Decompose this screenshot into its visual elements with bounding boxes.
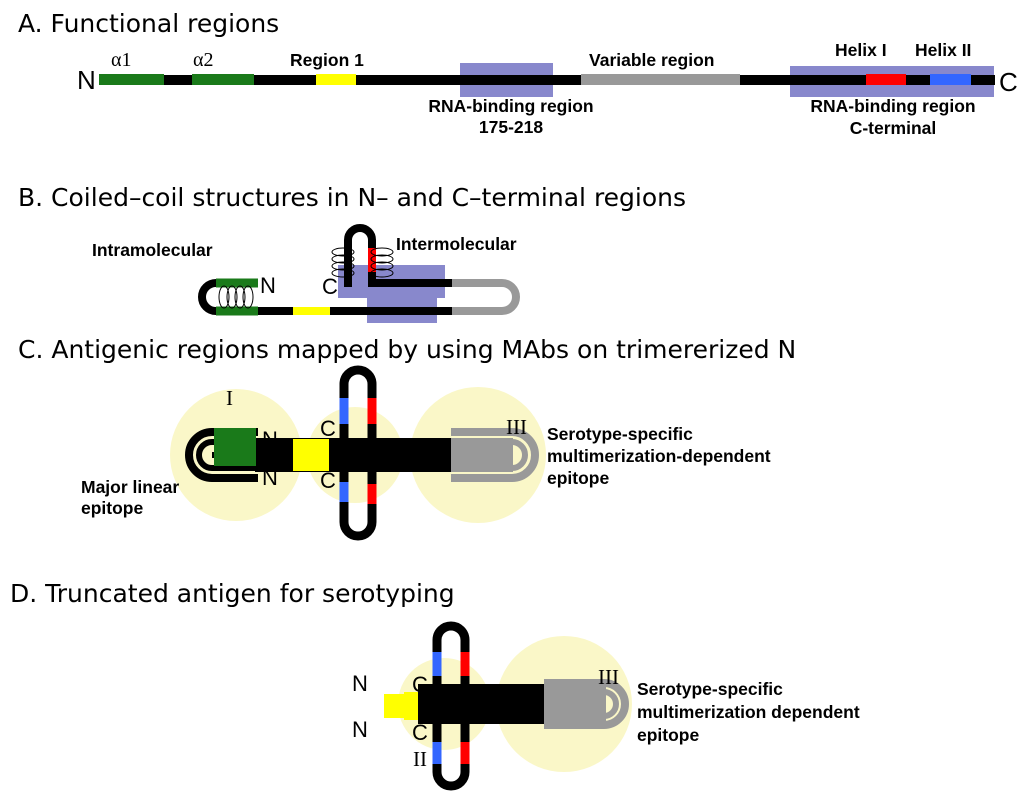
helix1-label: Helix I — [835, 40, 887, 60]
c-n-label-bottom: N — [262, 465, 278, 490]
c-c-label-top: C — [320, 416, 336, 441]
b-n-hairpin — [198, 279, 300, 315]
c-serotype-label-3: epitope — [547, 468, 609, 488]
b-c-label: C — [322, 274, 338, 299]
d-trimer-body — [418, 684, 544, 724]
d-variable-block — [544, 686, 606, 722]
section-d: D. Truncated antigen for serotyping N N … — [10, 579, 860, 791]
c-trimer-body — [255, 438, 451, 472]
alpha1-label: α1 — [111, 49, 131, 71]
c-bottom-loop — [339, 470, 377, 541]
section-a-title: A. Functional regions — [18, 9, 279, 38]
helix1-segment — [866, 74, 906, 85]
intermolecular-label: Intermolecular — [396, 234, 517, 254]
section-b: B. Coiled–coil structures in N– and C–te… — [18, 183, 686, 323]
d-c-label-top: C — [412, 672, 428, 697]
alpha2-segment — [192, 74, 254, 85]
d-serotype-label-3: epitope — [637, 725, 699, 745]
section-a: A. Functional regions N C α1 α2 Region 1… — [18, 9, 1018, 138]
c-variable-block — [451, 438, 513, 472]
b-inter-coil-right — [370, 247, 394, 278]
c-variable-loop-outer — [451, 428, 539, 482]
region1-segment — [316, 74, 356, 85]
c-major-linear-label-1: Major linear — [81, 477, 179, 497]
d-top-loop — [432, 621, 470, 688]
d-region1-block-b — [404, 692, 418, 720]
b-intra-coil — [218, 285, 254, 309]
c-region1-block — [293, 439, 329, 471]
d-epitope-III-label: III — [598, 665, 619, 689]
helix2-segment — [930, 74, 971, 85]
c-serotype-label-1: Serotype-specific — [547, 424, 693, 444]
c-n-label-top: N — [262, 427, 278, 452]
b-inter-coil-left — [331, 247, 355, 278]
c-top-loop — [339, 365, 377, 440]
c-c-label-bottom: C — [320, 468, 336, 493]
region1-label: Region 1 — [290, 50, 364, 70]
c-n-hairpin-outer — [185, 428, 258, 482]
c-variable-loop-inner — [451, 439, 528, 471]
rna-binding-c-label-2: C-terminal — [850, 118, 937, 138]
variable-region-segment — [581, 74, 740, 85]
protein-backbone — [99, 75, 995, 85]
d-variable-loop-outer — [544, 679, 629, 729]
d-bottom-loop — [432, 718, 470, 791]
b-variable-loop — [452, 279, 520, 315]
helix2-label: Helix II — [915, 40, 971, 60]
b-c-loop — [344, 224, 376, 287]
c-alpha-block — [214, 428, 256, 466]
rna-binding-c-label-1: RNA-binding region — [810, 96, 975, 116]
c-n-hairpin-inner — [196, 439, 258, 471]
d-n-label-bottom: N — [352, 717, 368, 742]
d-n-label-top: N — [352, 671, 368, 696]
section-b-title: B. Coiled–coil structures in N– and C–te… — [18, 183, 686, 212]
d-serotype-label-2: multimerization dependent — [637, 702, 860, 722]
c-major-linear-label-2: epitope — [81, 498, 143, 518]
a-n-terminus: N — [77, 65, 96, 95]
alpha2-label: α2 — [193, 49, 213, 71]
c-serotype-label-2: multimerization-dependent — [547, 446, 771, 466]
intramolecular-label: Intramolecular — [92, 240, 213, 260]
section-c: C. Antigenic regions mapped by using MAb… — [18, 335, 796, 541]
alpha1-segment — [99, 74, 164, 85]
d-epitope-II-label: II — [413, 747, 427, 771]
section-d-title: D. Truncated antigen for serotyping — [10, 579, 455, 608]
section-c-title: C. Antigenic regions mapped by using MAb… — [18, 335, 796, 364]
d-serotype-label-1: Serotype-specific — [637, 679, 783, 699]
b-n-label: N — [260, 273, 276, 298]
rna-binding-mid-label-1: RNA-binding region — [428, 96, 593, 116]
a-c-terminus: C — [999, 67, 1018, 97]
d-variable-loop-inner — [544, 689, 619, 719]
rna-binding-mid-label-2: 175-218 — [479, 117, 543, 137]
d-c-label-bottom: C — [412, 720, 428, 745]
c-epitope-I-label: I — [226, 386, 233, 410]
c-epitope-III-label: III — [506, 415, 527, 439]
variable-region-label: Variable region — [589, 50, 714, 70]
